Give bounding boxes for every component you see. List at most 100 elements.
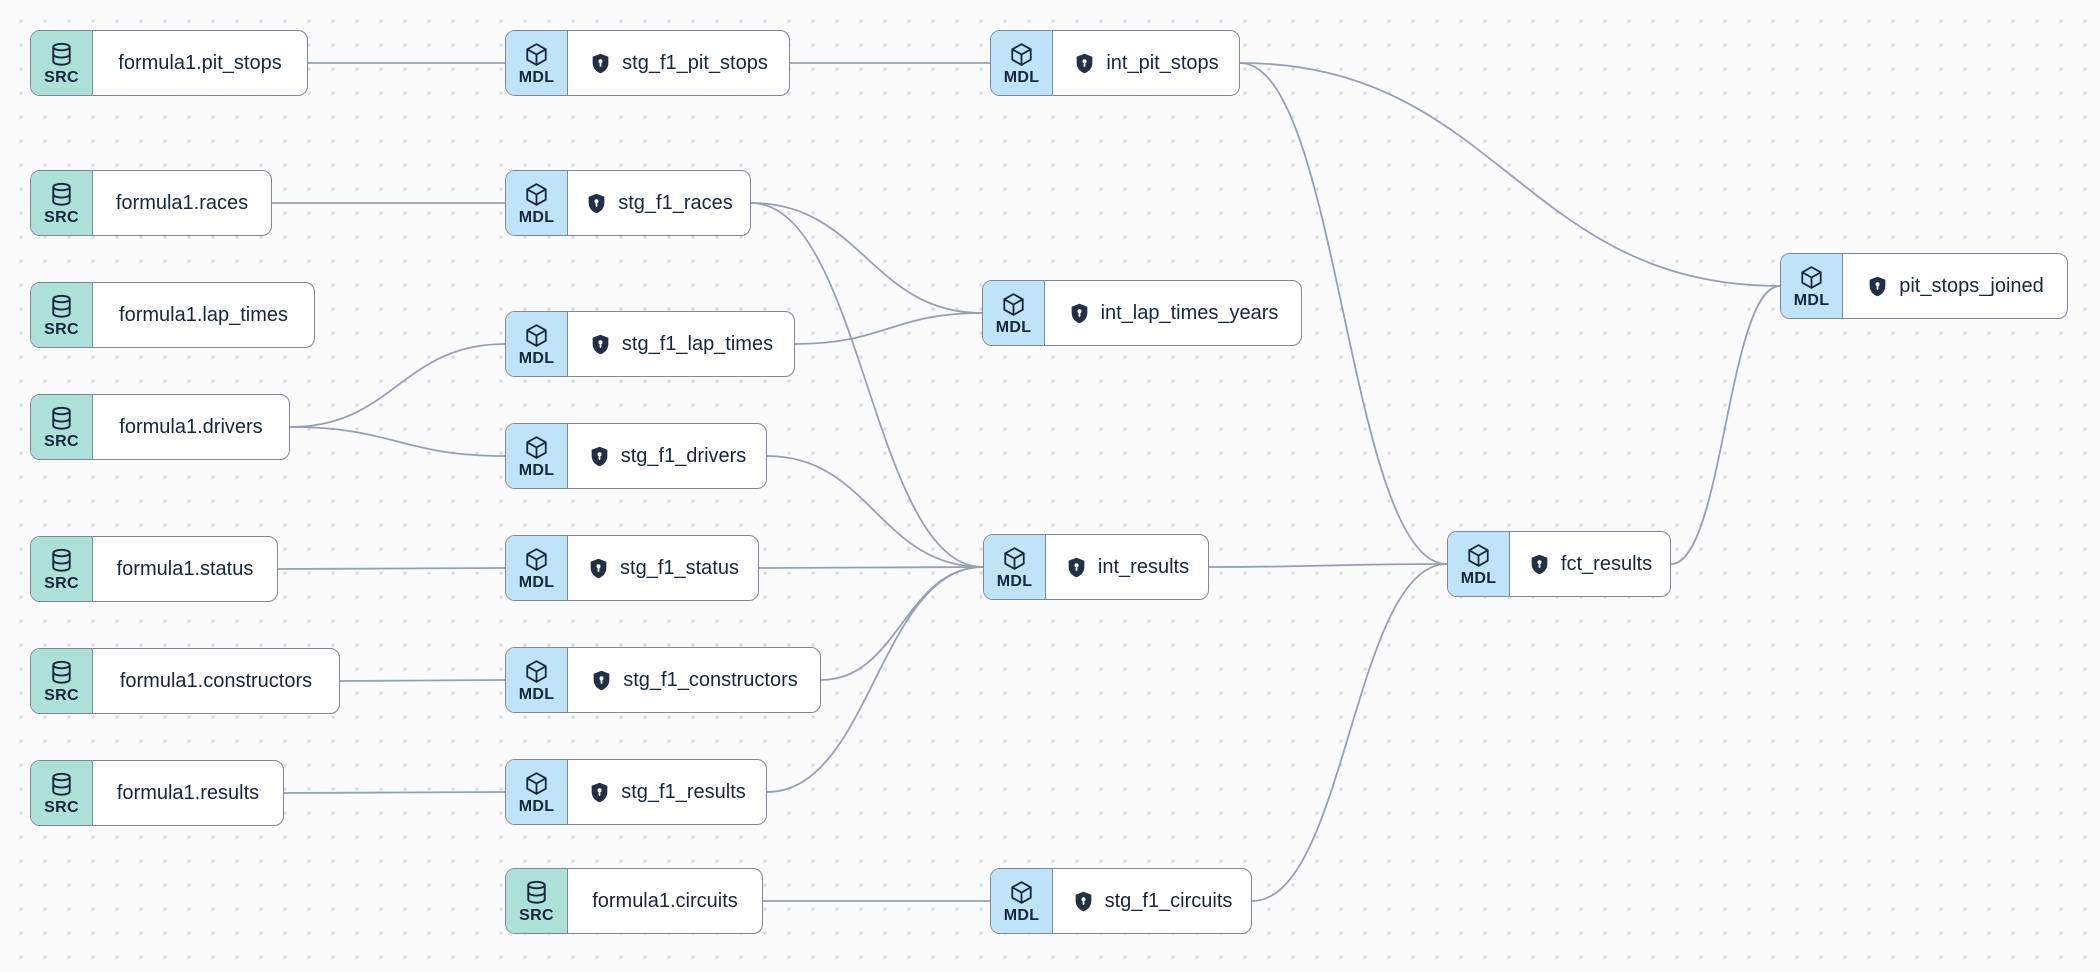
node-type-label: SRC <box>519 906 554 924</box>
node-type-label: SRC <box>44 320 79 338</box>
node-label: int_lap_times_years <box>1100 301 1279 324</box>
node-type-badge: SRC <box>31 171 93 235</box>
edge-stg_f1_drivers-to-int_results <box>766 455 984 568</box>
node-formula1-constructors[interactable]: SRC formula1.constructors <box>30 648 340 714</box>
node-int_results[interactable]: MDL int_results <box>983 534 1209 600</box>
node-stg_f1_drivers[interactable]: MDL stg_f1_drivers <box>505 423 767 489</box>
cube-icon <box>523 546 550 573</box>
node-label: stg_f1_lap_times <box>621 332 774 355</box>
node-body: int_results <box>1046 535 1208 599</box>
cube-icon <box>1008 879 1035 906</box>
node-type-badge: MDL <box>506 536 568 600</box>
node-formula1-races[interactable]: SRC formula1.races <box>30 170 272 236</box>
node-type-badge: MDL <box>984 535 1046 599</box>
shield-icon <box>1866 275 1889 298</box>
node-formula1-drivers[interactable]: SRC formula1.drivers <box>30 394 290 460</box>
node-body: formula1.constructors <box>93 649 339 713</box>
shield-icon <box>585 192 608 215</box>
node-stg_f1_status[interactable]: MDL stg_f1_status <box>505 535 759 601</box>
node-label: int_results <box>1097 555 1190 578</box>
node-type-label: MDL <box>1003 906 1040 924</box>
node-label: formula1.pit_stops <box>118 51 282 74</box>
node-type-label: MDL <box>518 797 555 815</box>
node-label: formula1.constructors <box>119 669 313 692</box>
node-label: stg_f1_status <box>620 556 739 579</box>
node-type-badge: MDL <box>506 31 568 95</box>
node-body: formula1.drivers <box>93 395 289 459</box>
node-type-badge: SRC <box>31 649 93 713</box>
edge-formula1.results-to-stg_f1_results <box>283 791 506 794</box>
node-stg_f1_pit_stops[interactable]: MDL stg_f1_pit_stops <box>505 30 790 96</box>
node-type-label: SRC <box>44 432 79 450</box>
node-int_lap_times_years[interactable]: MDL int_lap_times_years <box>982 280 1302 346</box>
node-type-label: MDL <box>995 318 1032 336</box>
node-type-badge: MDL <box>991 31 1053 95</box>
node-body: formula1.results <box>93 761 283 825</box>
node-formula1-lap_times[interactable]: SRC formula1.lap_times <box>30 282 315 348</box>
cube-icon <box>1008 41 1035 68</box>
node-body: stg_f1_pit_stops <box>568 31 789 95</box>
edge-stg_f1_races-to-int_results <box>750 202 984 568</box>
node-type-badge: MDL <box>1781 254 1843 318</box>
node-body: formula1.lap_times <box>93 283 314 347</box>
database-icon <box>523 879 550 906</box>
shield-icon <box>590 669 613 692</box>
node-stg_f1_lap_times[interactable]: MDL stg_f1_lap_times <box>505 311 795 377</box>
edge-int_pit_stops-to-pit_stops_joined <box>1239 62 1781 287</box>
edge-stg_f1_races-to-int_lap_times_years <box>750 202 983 314</box>
node-formula1-status[interactable]: SRC formula1.status <box>30 536 278 602</box>
node-type-badge: MDL <box>1448 532 1510 596</box>
edge-fct_results-to-pit_stops_joined <box>1670 285 1781 565</box>
node-type-badge: SRC <box>31 537 93 601</box>
edge-formula1.drivers-to-stg_f1_lap_times <box>289 343 506 428</box>
node-type-badge: MDL <box>506 312 568 376</box>
shield-icon <box>1065 556 1088 579</box>
cube-icon <box>523 41 550 68</box>
node-type-label: MDL <box>518 573 555 591</box>
shield-icon <box>1528 553 1551 576</box>
node-type-label: SRC <box>44 574 79 592</box>
shield-icon <box>1073 52 1096 75</box>
database-icon <box>48 293 75 320</box>
node-label: stg_f1_constructors <box>623 668 798 691</box>
cube-icon <box>523 658 550 685</box>
node-type-badge: MDL <box>506 424 568 488</box>
node-formula1-pit_stops[interactable]: SRC formula1.pit_stops <box>30 30 308 96</box>
node-body: int_lap_times_years <box>1045 281 1301 345</box>
cube-icon <box>1000 291 1027 318</box>
node-body: stg_f1_status <box>568 536 758 600</box>
node-label: formula1.status <box>116 557 254 580</box>
cube-icon <box>1465 542 1492 569</box>
edge-stg_f1_results-to-int_results <box>766 566 984 793</box>
node-type-label: SRC <box>44 68 79 86</box>
edge-int_pit_stops-to-fct_results <box>1239 62 1448 565</box>
node-body: formula1.races <box>93 171 271 235</box>
node-body: fct_results <box>1510 532 1670 596</box>
cube-icon <box>523 322 550 349</box>
node-label: stg_f1_results <box>621 780 746 803</box>
shield-icon <box>1072 890 1095 913</box>
node-stg_f1_results[interactable]: MDL stg_f1_results <box>505 759 767 825</box>
node-type-label: MDL <box>518 68 555 86</box>
node-type-label: MDL <box>1793 291 1830 309</box>
node-type-label: SRC <box>44 208 79 226</box>
node-type-badge: MDL <box>983 281 1045 345</box>
node-label: formula1.races <box>115 191 249 214</box>
node-type-label: MDL <box>518 461 555 479</box>
edge-stg_f1_lap_times-to-int_lap_times_years <box>794 312 983 345</box>
edge-int_results-to-fct_results <box>1208 563 1448 568</box>
edge-formula1.status-to-stg_f1_status <box>277 567 506 570</box>
node-type-badge: MDL <box>506 760 568 824</box>
node-label: stg_f1_drivers <box>620 444 747 467</box>
node-type-label: MDL <box>518 208 555 226</box>
node-type-badge: SRC <box>31 283 93 347</box>
